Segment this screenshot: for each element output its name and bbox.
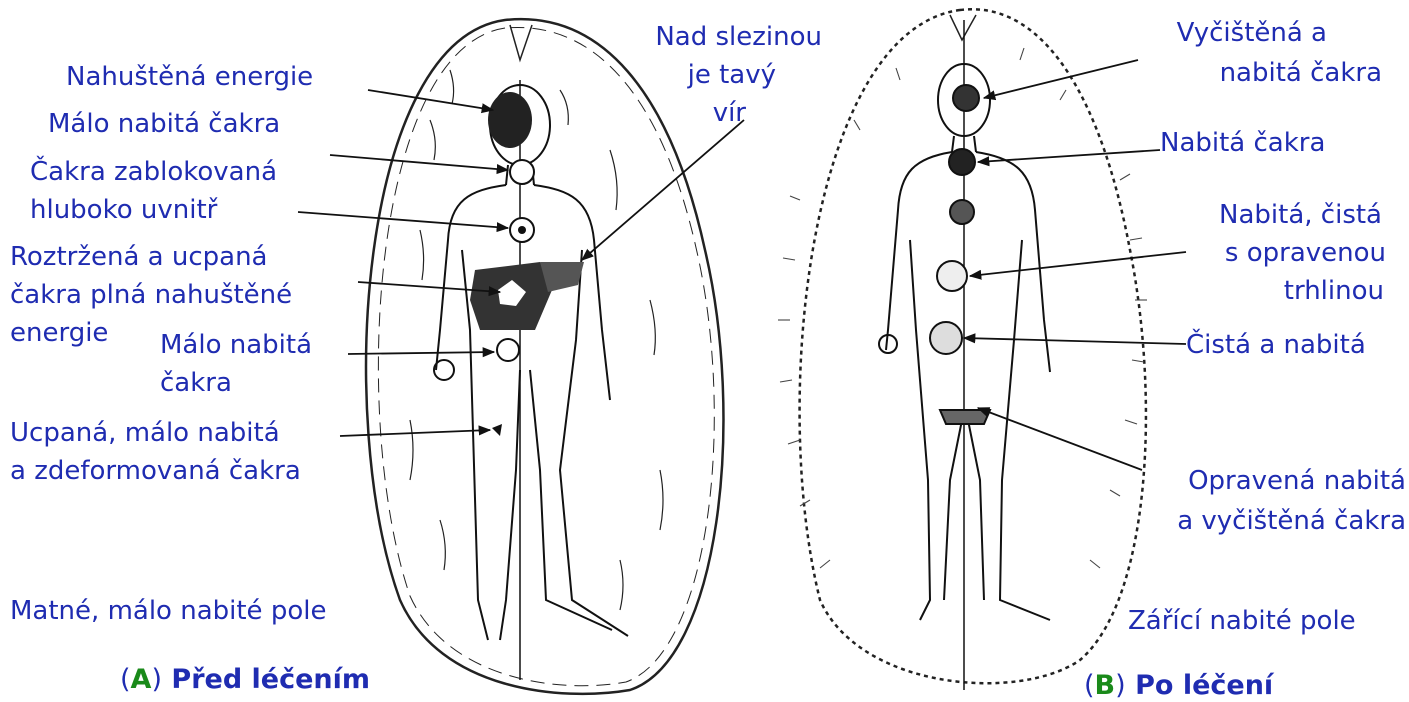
label-cleaned-1: Vyčištěná a bbox=[1080, 16, 1327, 50]
body-figure-after bbox=[886, 20, 1050, 690]
arrow-low-charged bbox=[330, 155, 508, 170]
label-charged: Nabitá čakra bbox=[1160, 126, 1325, 160]
arrow-spleen bbox=[582, 120, 744, 260]
arrow-blocked bbox=[298, 212, 508, 228]
label-blocked-2: hluboko uvnitř bbox=[30, 193, 217, 227]
caption-letter-b: B bbox=[1095, 670, 1116, 701]
chakra-heart-b bbox=[950, 200, 974, 224]
chakra-solar-b bbox=[937, 261, 967, 291]
caption-after: (B) Po léčení bbox=[1084, 670, 1273, 701]
label-field-a: Matné, málo nabité pole bbox=[10, 594, 326, 628]
label-spleen-3: vír bbox=[600, 96, 746, 130]
arrow-clean bbox=[964, 338, 1186, 344]
label-clean: Čistá a nabitá bbox=[1186, 328, 1366, 362]
caption-title-a: Před léčením bbox=[171, 664, 370, 695]
label-torn-1: Roztržená a ucpaná bbox=[10, 240, 267, 274]
label-fixed-2: a vyčištěná čakra bbox=[1100, 504, 1406, 538]
aura-outline-b bbox=[800, 9, 1146, 683]
caption-before: (A) Před léčením bbox=[120, 664, 370, 695]
chakra-throat-a bbox=[510, 160, 534, 184]
deformed-chakra bbox=[492, 424, 502, 436]
arrow-clogged bbox=[340, 430, 490, 436]
label-repaired-3: trhlinou bbox=[1100, 274, 1384, 308]
label-low2-1: Málo nabitá bbox=[160, 328, 312, 362]
caption-letter-a: A bbox=[131, 664, 152, 695]
chakras-after bbox=[879, 85, 990, 424]
chakra-base-b bbox=[940, 410, 990, 424]
label-dense-energy: Nahuštěná energie bbox=[66, 60, 313, 94]
label-field-b: Zářící nabité pole bbox=[1128, 604, 1356, 638]
dense-energy-blot bbox=[488, 92, 532, 148]
label-clogged-2: a zdeformovaná čakra bbox=[10, 454, 301, 488]
label-repaired-1: Nabitá, čistá bbox=[1100, 198, 1382, 232]
chakra-sacral-a bbox=[497, 339, 519, 361]
arrow-dense-energy bbox=[368, 90, 493, 110]
label-low2-2: čakra bbox=[160, 366, 232, 400]
chakra-throat-b bbox=[949, 149, 975, 175]
caption-title-b: Po léčení bbox=[1135, 670, 1273, 701]
label-torn-3: energie bbox=[10, 316, 108, 350]
label-torn-2: čakra plná nahuštěné bbox=[10, 278, 292, 312]
label-blocked-1: Čakra zablokovaná bbox=[30, 155, 277, 189]
label-spleen-2: je tavý bbox=[600, 58, 776, 92]
arrow-low2 bbox=[348, 352, 494, 354]
label-low-charged: Málo nabitá čakra bbox=[48, 107, 280, 141]
arrow-fixed bbox=[978, 408, 1142, 470]
arrow-charged bbox=[978, 150, 1160, 162]
label-clogged-1: Ucpaná, málo nabitá bbox=[10, 416, 280, 450]
chakra-sacral-b bbox=[930, 322, 962, 354]
label-fixed-1: Opravená nabitá bbox=[1100, 464, 1406, 498]
chakra-crown-b bbox=[953, 85, 979, 111]
chakras-before bbox=[434, 92, 584, 436]
label-spleen-1: Nad slezinou bbox=[600, 20, 822, 54]
label-repaired-2: s opravenou bbox=[1100, 236, 1386, 270]
label-cleaned-2: nabitá čakra bbox=[1080, 56, 1382, 90]
